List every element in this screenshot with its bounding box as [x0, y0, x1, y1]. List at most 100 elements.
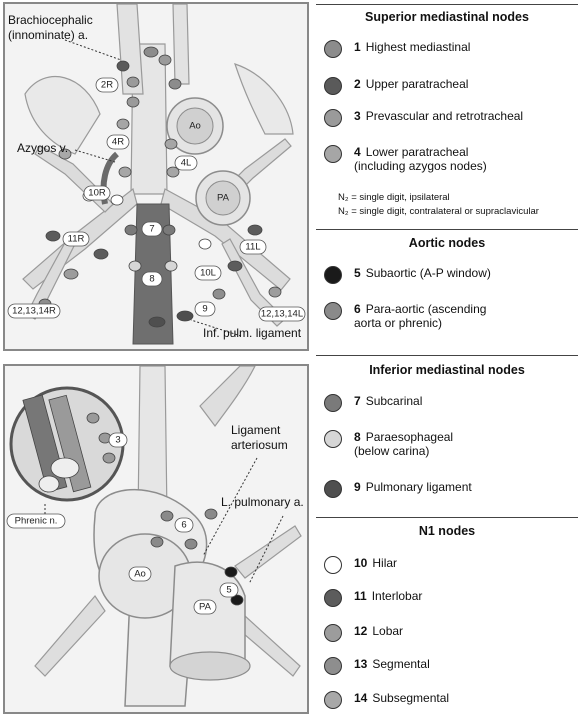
annotation-innominate: (innominate) a. [8, 28, 88, 42]
label-2r: 2R [101, 80, 113, 91]
lymph-node [128, 260, 142, 272]
lymph-node [63, 268, 79, 280]
node-swatch [324, 40, 342, 58]
lymph-node [227, 260, 243, 272]
lymph-node [160, 510, 174, 522]
node-swatch [324, 266, 342, 284]
section-title-inferior: Inferior mediastinal nodes [369, 363, 525, 377]
lymph-node [164, 260, 178, 272]
aortic-window-illustration: 3 6 Ao PA 5 Phrenic n. Ligament arterios… [6, 366, 304, 707]
label-11r: 11R [68, 234, 85, 245]
node-swatch [324, 430, 342, 448]
label-10r: 10R [88, 188, 106, 199]
lymph-node [110, 194, 124, 206]
label-pa: PA [217, 193, 230, 204]
label-11l: 11L [245, 242, 260, 253]
lymph-node [143, 46, 159, 58]
label-pa-bottom: PA [199, 602, 212, 613]
lymph-node [124, 224, 138, 236]
lymph-node [230, 594, 244, 606]
lymph-node [164, 138, 178, 150]
lymph-node [166, 166, 180, 178]
section-title-superior: Superior mediastinal nodes [365, 10, 529, 24]
node-swatch [324, 302, 342, 320]
lymph-node [247, 224, 263, 236]
lymph-node [224, 566, 238, 578]
lymph-node [158, 54, 172, 66]
label-8: 8 [149, 274, 154, 285]
lymph-node [212, 288, 226, 300]
node-swatch [324, 556, 342, 574]
label-5: 5 [226, 585, 231, 596]
lymph-node [118, 166, 132, 178]
lymph-node [168, 78, 182, 90]
node-swatch [324, 109, 342, 127]
annotation-arteriosum: arteriosum [231, 438, 288, 452]
divider [316, 355, 578, 356]
lymph-node [58, 148, 72, 160]
lymph-node [268, 286, 282, 298]
lymph-node [45, 230, 61, 242]
label-4l: 4L [181, 158, 192, 169]
label-phrenic: Phrenic n. [15, 516, 58, 527]
node-swatch [324, 77, 342, 95]
left-carotid [172, 4, 190, 85]
section-title-aortic: Aortic nodes [408, 236, 486, 250]
lymph-node [116, 60, 130, 72]
lymph-node [176, 310, 194, 322]
annotation-azygos: Azygos v. [17, 141, 68, 155]
lymph-node [148, 316, 166, 328]
node-swatch [324, 691, 342, 709]
label-12-13-14r: 12,13,14R [12, 306, 56, 317]
annotation-brachiocephalic: Brachiocephalic [8, 13, 93, 27]
node-swatch [324, 480, 342, 498]
lymph-node [204, 508, 218, 520]
lymph-node [162, 224, 176, 236]
left-lung-vessel [234, 63, 294, 135]
left-lower-branch [221, 238, 286, 327]
lymph-node [102, 452, 116, 464]
mediastinum-illustration: Ao PA 2R 4R 4L 10R 11R 7 8 10L 11L 9 12,… [7, 4, 306, 345]
lymph-node [126, 96, 140, 108]
label-4r: 4R [112, 137, 124, 148]
lymph-node [93, 248, 109, 260]
label-12-13-14l: 12,13,14L [261, 309, 303, 320]
node-swatch [324, 394, 342, 412]
bottom-anatomy-panel: 3 6 Ao PA 5 Phrenic n. Ligament arterios… [3, 364, 309, 714]
label-3: 3 [115, 435, 120, 446]
label-ao: Ao [189, 121, 201, 132]
divider [316, 229, 578, 230]
annotation-ligament: Ligament [231, 423, 281, 437]
label-9: 9 [202, 304, 207, 315]
right-lung-lobe [24, 76, 101, 155]
lymph-node [150, 536, 164, 548]
node-swatch [324, 589, 342, 607]
node-swatch [324, 657, 342, 675]
label-6: 6 [181, 520, 186, 531]
lymph-node [86, 412, 100, 424]
annotation-l-pulmonary: L. pulmonary a. [221, 495, 304, 509]
label-ao-bottom: Ao [134, 569, 146, 580]
lymph-node [198, 238, 212, 250]
label-7: 7 [149, 224, 154, 235]
n2-note: N₂ = single digit, ipsilateral N₂ = sing… [338, 192, 539, 217]
lymph-node [116, 118, 130, 130]
divider [316, 4, 578, 5]
node-swatch [324, 624, 342, 642]
node-swatch [324, 145, 342, 163]
lymph-node [184, 538, 198, 550]
divider [316, 517, 578, 518]
